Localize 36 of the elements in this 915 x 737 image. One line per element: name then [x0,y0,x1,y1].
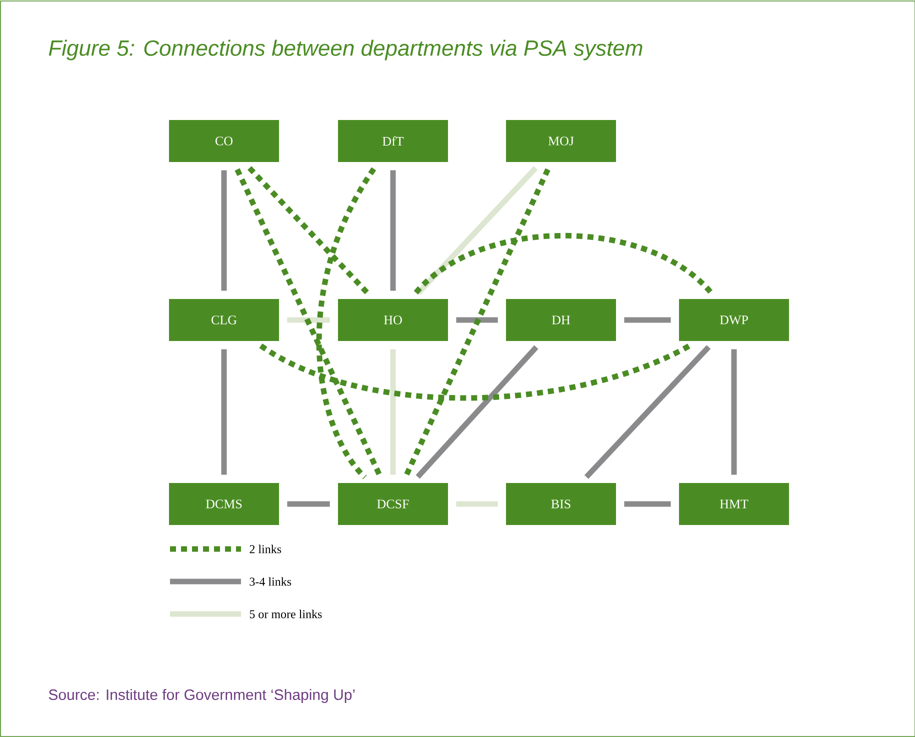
connector-line [390,349,396,475]
connector-line [584,345,711,479]
connector-line [287,317,330,323]
department-box: DCSF [338,483,448,525]
department-box: HMT [679,483,789,525]
connector-line [221,349,227,475]
legend-label: 5 or more links [250,610,322,618]
connector-line [287,501,330,507]
connector-line [624,501,671,507]
connector-line [316,167,376,480]
connector-line [414,233,713,295]
connector-line [624,317,671,323]
connector-line [259,342,692,401]
connector-line [221,170,227,291]
department-box: DCMS [169,483,279,525]
connector-line [404,168,550,477]
department-box: CLG [169,299,279,341]
department-box: DfT [338,120,448,162]
department-box: BIS [506,483,616,525]
legend-label: 3-4 links [250,577,292,586]
legend-label: 2 links [250,544,282,554]
connector-line [248,166,370,295]
department-box: CO [169,120,279,162]
connector-line [456,317,498,323]
connector-line [731,349,737,475]
connector-line [416,345,538,479]
department-box: DH [506,299,616,341]
connector-line [390,170,396,291]
connector-line [416,166,538,295]
department-box: MOJ [506,120,616,162]
figure-title: Figure 5: Connections between departments via PSA system [48,40,642,60]
connector-line [456,501,498,507]
connector-line [234,168,382,477]
department-box: DWP [679,299,789,341]
source-note: Source: Institute for Government ‘Shaping Up’ [48,689,355,703]
department-box: HO [338,299,448,341]
